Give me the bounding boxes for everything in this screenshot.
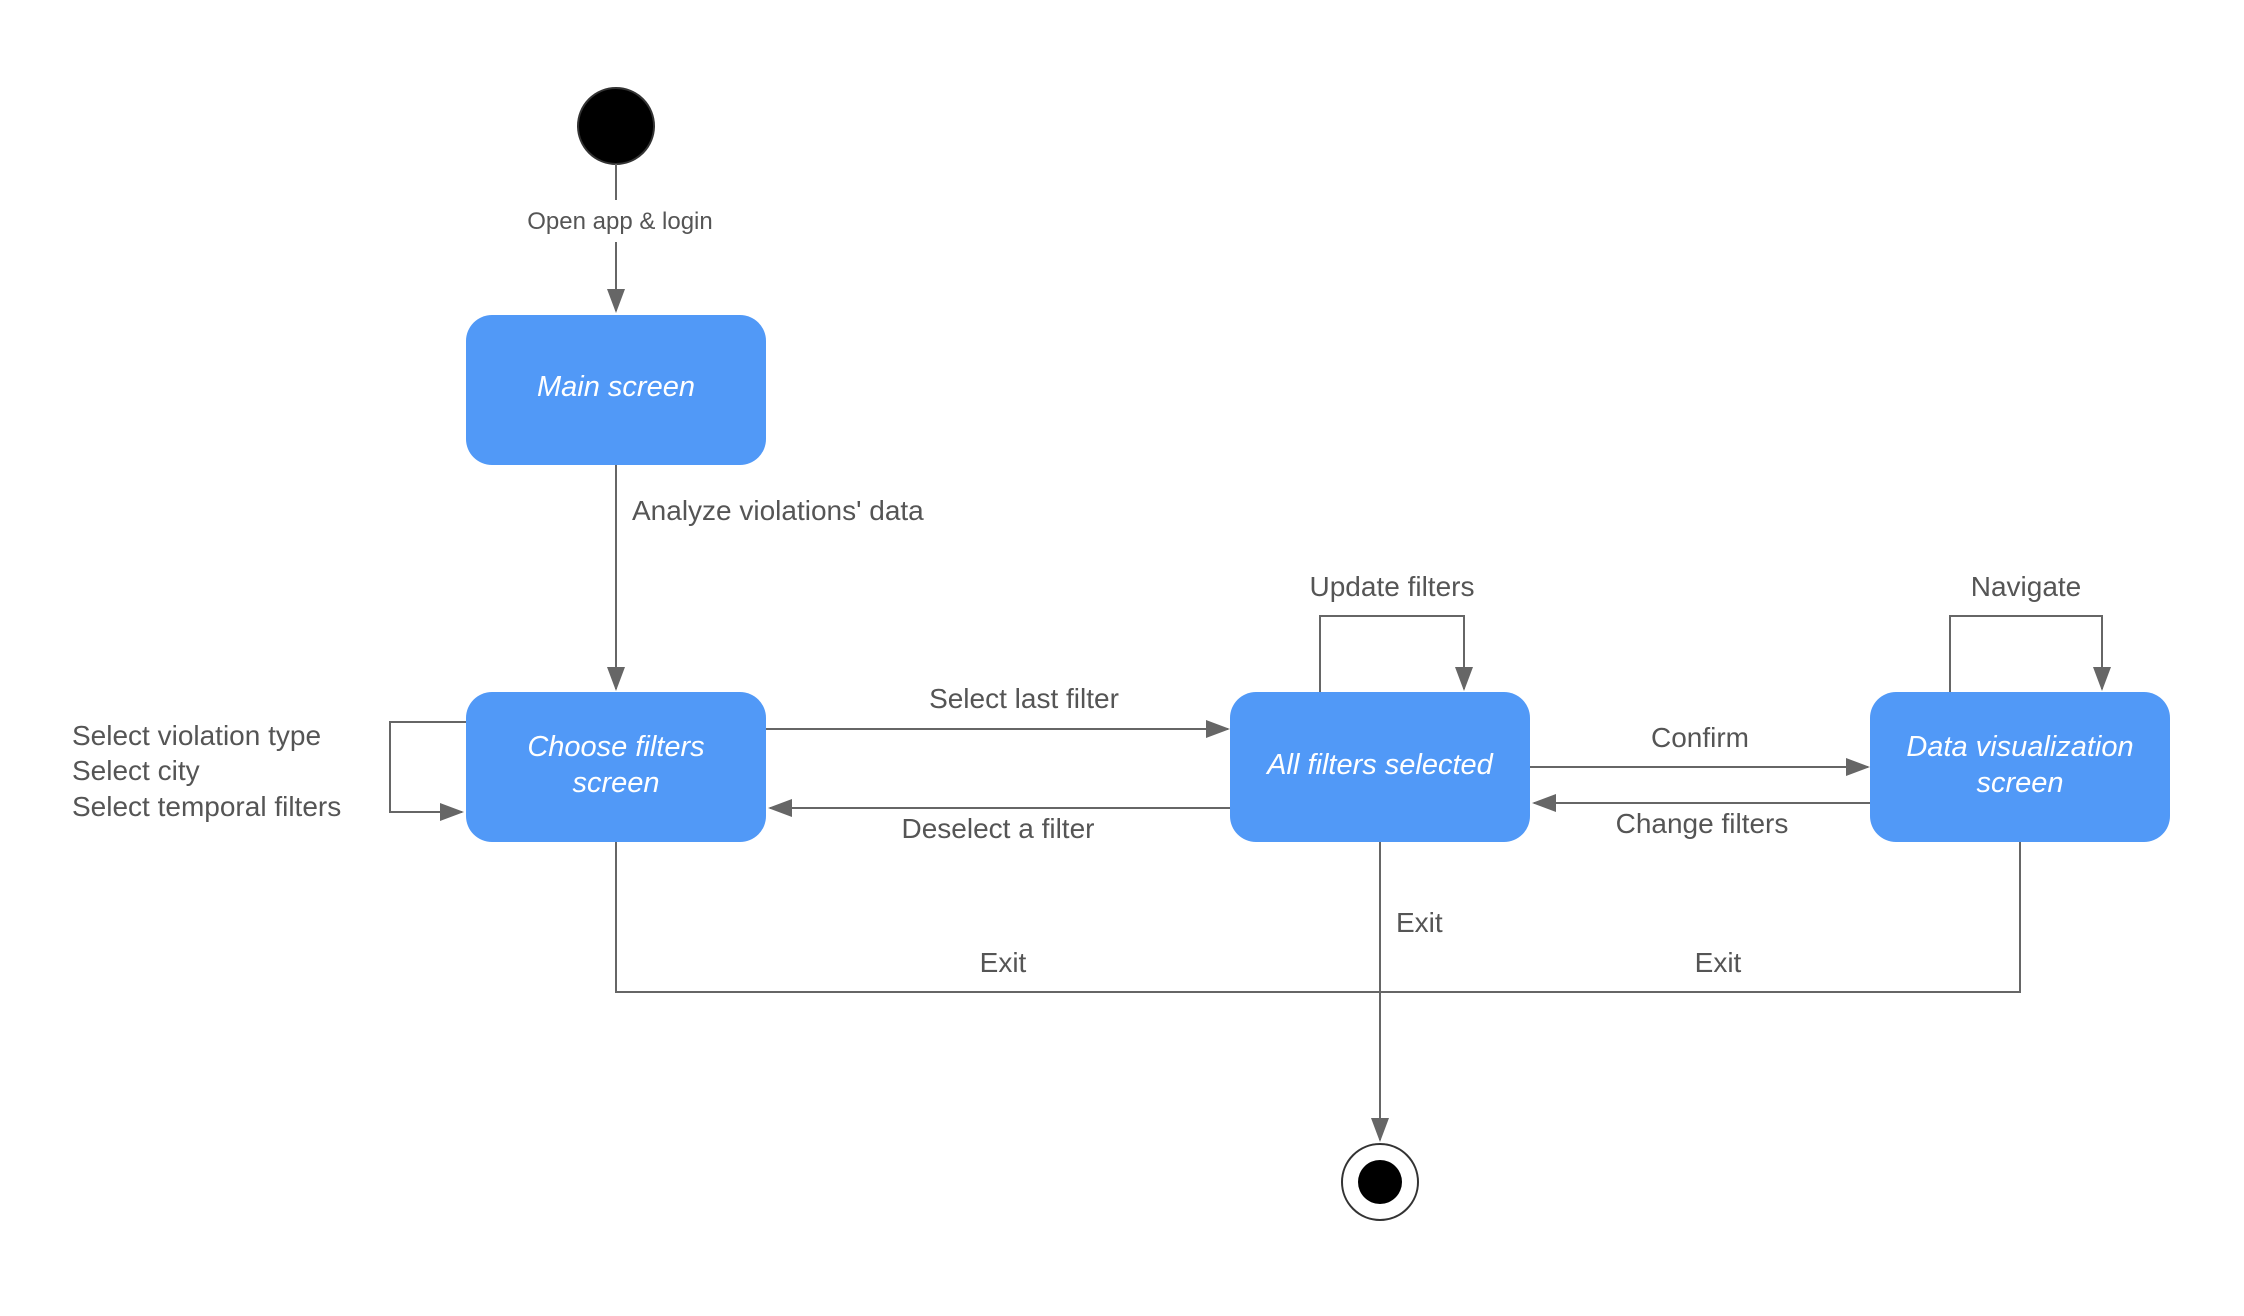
edge-update-filters <box>1319 615 1473 692</box>
edge-self-loop-choose <box>389 721 466 821</box>
initial-node <box>577 87 655 165</box>
label-self-loop-1: Select violation type <box>72 720 321 751</box>
state-data-visualization <box>1870 692 2170 842</box>
edge-exit-left <box>615 842 1380 993</box>
edge-exit-right <box>1380 842 2021 993</box>
label-change-filters: Change filters <box>1616 808 1789 839</box>
label-self-loop-3: Select temporal filters <box>72 791 341 822</box>
state-all-filters <box>1230 692 1530 842</box>
state-all-filters-label: All filters selected <box>1265 749 1494 781</box>
label-update-filters: Update filters <box>1310 571 1475 602</box>
label-deselect: Deselect a filter <box>902 813 1095 844</box>
state-data-vis-label-1: Data visualization <box>1906 731 2133 763</box>
label-exit-center: Exit <box>1396 907 1443 938</box>
state-main-screen-label: Main screen <box>537 371 695 403</box>
state-choose-filters-label-1: Choose filters <box>527 731 704 763</box>
label-exit-left: Exit <box>980 947 1027 978</box>
final-node <box>1358 1160 1402 1204</box>
label-navigate: Navigate <box>1971 571 2082 602</box>
state-data-vis-label-2: screen <box>1976 767 2063 799</box>
label-open-app: Open app & login <box>527 208 712 235</box>
label-confirm: Confirm <box>1651 722 1749 753</box>
label-select-last: Select last filter <box>929 683 1119 714</box>
label-self-loop-2: Select city <box>72 755 200 786</box>
state-main-screen <box>466 315 766 465</box>
state-choose-filters-label-2: screen <box>572 767 659 799</box>
state-choose-filters <box>466 692 766 842</box>
label-exit-right: Exit <box>1695 947 1742 978</box>
edge-navigate <box>1949 615 2111 692</box>
label-analyze: Analyze violations' data <box>632 495 924 526</box>
